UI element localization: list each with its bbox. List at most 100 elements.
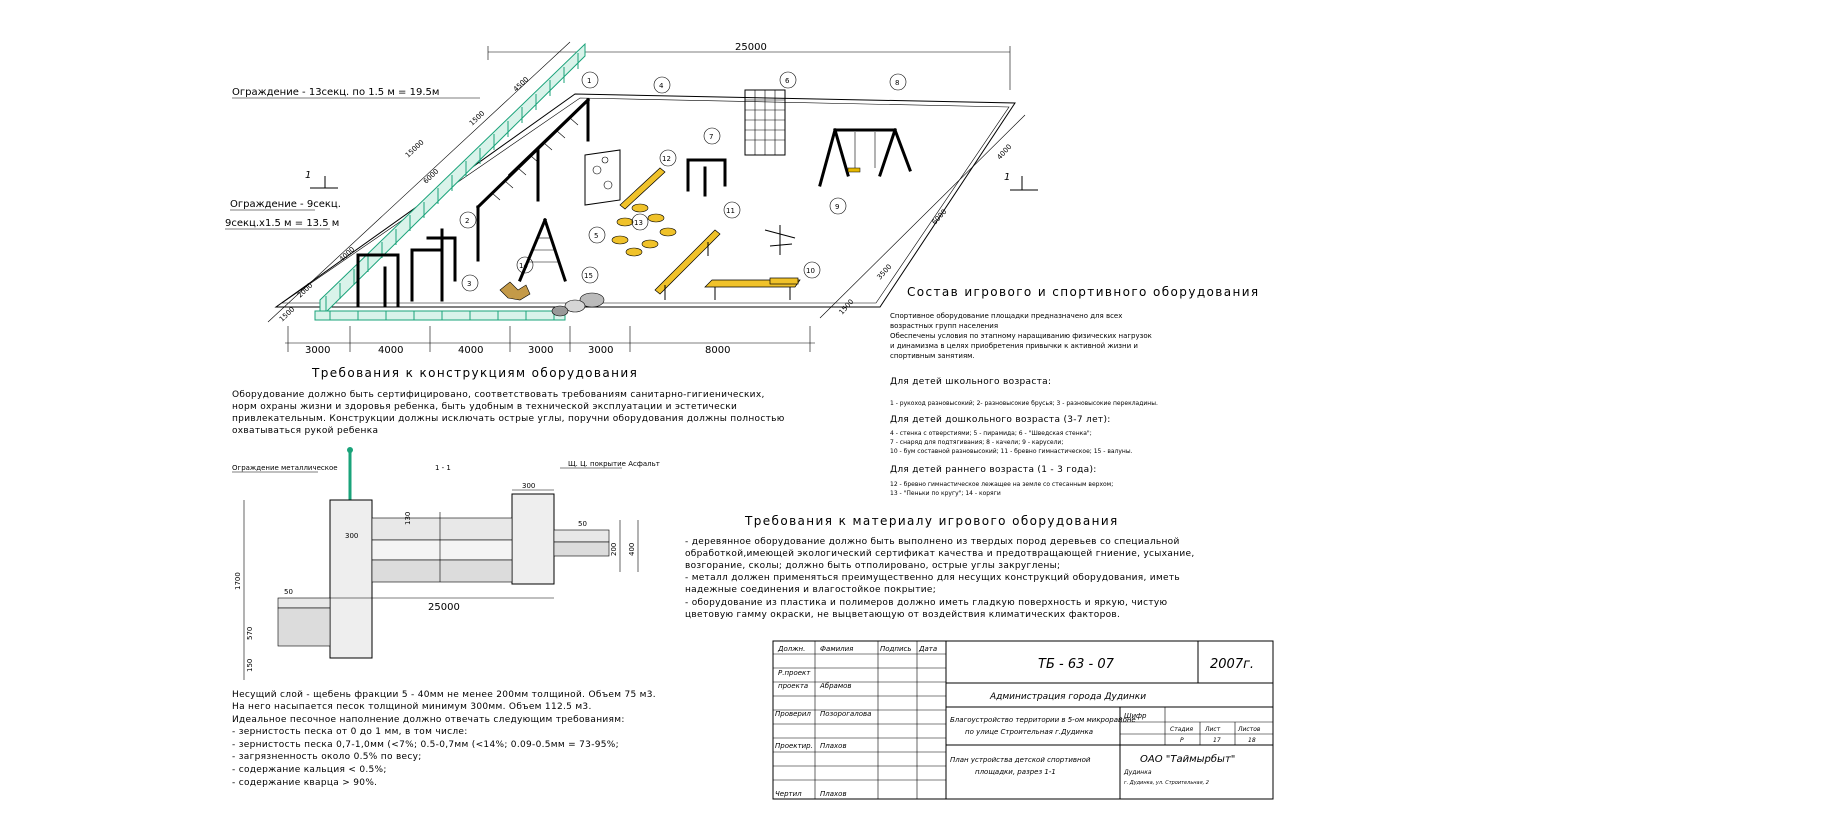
svg-text:17: 17: [1213, 737, 1221, 744]
svg-text:4: 4: [659, 82, 664, 90]
svg-text:- металл должен применяться пр: - металл должен применяться преимуществе…: [685, 573, 1180, 583]
svg-text:обработкой,имеющей экологическ: обработкой,имеющей экологический сертифи…: [685, 549, 1194, 559]
climbing-pyramid: [518, 218, 567, 282]
svg-text:- деревянное оборудование долж: - деревянное оборудование должно быть вы…: [685, 537, 1180, 547]
drawing-code: ТБ - 63 - 07: [1038, 657, 1115, 672]
svg-text:1: 1: [305, 170, 311, 181]
svg-text:г. Дудинка, ул. Строительная,: г. Дудинка, ул. Строительная, 2: [1124, 780, 1209, 786]
svg-text:Плахов: Плахов: [820, 742, 847, 750]
svg-text:Р: Р: [1180, 737, 1184, 744]
svg-text:Несущий слой - щебень фракции: Несущий слой - щебень фракции 5 - 40мм н…: [232, 690, 656, 700]
svg-text:3: 3: [467, 280, 471, 288]
svg-text:50: 50: [284, 588, 293, 596]
company-name: ОАО "Таймырбыт": [1140, 753, 1235, 765]
school-title: Для детей школьного возраста:: [890, 377, 1051, 387]
playground-plan: 25000: [225, 41, 1038, 356]
svg-text:300: 300: [522, 482, 535, 490]
svg-text:Проектир.: Проектир.: [775, 742, 813, 750]
svg-text:Идеальное песочное наполнение: Идеальное песочное наполнение должно отв…: [232, 715, 625, 725]
svg-text:- загрязненность около 0.5% по: - загрязненность около 0.5% по весу;: [232, 752, 422, 762]
snag: [499, 281, 531, 301]
material-title: Требования к материалу игрового оборудов…: [744, 514, 1119, 528]
section-mark-right: 1: [1004, 172, 1038, 191]
svg-text:4000: 4000: [338, 245, 356, 263]
svg-text:Дата: Дата: [918, 645, 937, 653]
svg-text:13: 13: [634, 219, 643, 227]
dim-top: 25000: [735, 42, 767, 53]
svg-text:Лист: Лист: [1204, 726, 1221, 733]
svg-text:Дудинка: Дудинка: [1123, 769, 1152, 776]
svg-text:Стадия: Стадия: [1170, 726, 1193, 733]
svg-text:План устройства детской спорти: План устройства детской спортивной: [950, 756, 1091, 764]
svg-text:и динамизма в целях приобретен: и динамизма в целях приобретения привычк…: [890, 342, 1138, 350]
svg-text:1700: 1700: [234, 572, 242, 590]
holes-wall: [584, 149, 621, 206]
svg-text:Щ. Ц. покрытие Асфальт: Щ. Ц. покрытие Асфальт: [568, 460, 660, 468]
svg-text:На него насыпается песок толщи: На него насыпается песок толщиной миниму…: [232, 702, 592, 712]
svg-text:Плахов: Плахов: [820, 790, 847, 798]
carousel: [764, 225, 796, 255]
svg-text:200: 200: [610, 543, 618, 556]
svg-text:- зернистость песка от 0 до 1: - зернистость песка от 0 до 1 мм, в том …: [232, 727, 468, 737]
fence-long: [319, 42, 586, 320]
svg-text:3000: 3000: [528, 345, 553, 356]
svg-text:- зернистость песка 0,7-1,0мм: - зернистость песка 0,7-1,0мм (<7%; 0.5-…: [232, 740, 619, 750]
svg-text:50: 50: [578, 520, 587, 528]
svg-text:8: 8: [895, 79, 899, 87]
svg-text:18: 18: [1248, 737, 1256, 744]
svg-text:2000: 2000: [296, 281, 314, 299]
svg-text:Абрамов: Абрамов: [819, 682, 852, 690]
svg-text:7: 7: [709, 133, 713, 141]
svg-text:цветовую гамму окраски, не выц: цветовую гамму окраски, не выцветающую о…: [685, 610, 1120, 620]
svg-text:4 - стенка с отверстиями; 5 -: 4 - стенка с отверстиями; 5 - пирамида; …: [890, 430, 1092, 437]
svg-text:возгорание, сколы; должно быть: возгорание, сколы; должно быть отполиров…: [685, 561, 1060, 571]
svg-text:по улице Строительная г.Дудинк: по улице Строительная г.Дудинка: [965, 728, 1093, 736]
svg-text:проекта: проекта: [778, 682, 808, 690]
section-fence-label: Ограждение металлическое: [232, 464, 338, 472]
svg-text:3000: 3000: [588, 345, 613, 356]
svg-text:1 - рукоход разновысокий; 2- р: 1 - рукоход разновысокий; 2- разновысоки…: [890, 400, 1158, 407]
svg-text:12 - бревно гимнастическое леж: 12 - бревно гимнастическое лежащее на зе…: [890, 481, 1113, 488]
svg-text:570: 570: [246, 627, 254, 640]
pull-up-bar: [686, 158, 727, 197]
svg-text:15: 15: [584, 272, 593, 280]
svg-text:Фамилия: Фамилия: [820, 645, 853, 653]
svg-text:Чертил: Чертил: [775, 790, 802, 798]
svg-text:12: 12: [662, 155, 671, 163]
svg-text:4000: 4000: [378, 345, 403, 356]
svg-text:400: 400: [628, 543, 636, 556]
equipment-title: Состав игрового и спортивного оборудован…: [907, 285, 1260, 299]
svg-text:Проверил: Проверил: [775, 710, 811, 718]
svg-text:привлекательным. Конструкции д: привлекательным. Конструкции должны искл…: [232, 414, 785, 424]
svg-text:- оборудование из пластика и п: - оборудование из пластика и полимеров д…: [685, 598, 1168, 608]
svg-text:300: 300: [345, 532, 358, 540]
svg-text:5: 5: [594, 232, 598, 240]
equipment-composition: Состав игрового и спортивного оборудован…: [890, 285, 1260, 497]
balance-beam-composite: [704, 277, 801, 300]
svg-text:- содержание кварца > 90%.: - содержание кварца > 90%.: [232, 778, 377, 788]
item-number-balloons: 1 2 3 4 5 6 7 8 9 10 11 12 13 14 15: [459, 71, 907, 292]
svg-text:Обеспечены условия по этапному: Обеспечены условия по этапному наращиван…: [890, 332, 1152, 340]
svg-text:13 - "Пеньки по кругу"; 14 - к: 13 - "Пеньки по кругу"; 14 - коряги: [890, 490, 1001, 497]
ground-log: [619, 167, 666, 210]
svg-text:1500: 1500: [468, 109, 486, 127]
svg-text:1: 1: [587, 77, 591, 85]
preschool-title: Для детей дошкольного возраста (3-7 лет)…: [890, 415, 1111, 425]
svg-text:Листов: Листов: [1237, 726, 1261, 733]
construction-requirements: Требования к конструкциям оборудования О…: [232, 366, 785, 436]
svg-text:Благоустройство территории в 5: Благоустройство территории в 5-ом микрор…: [950, 716, 1136, 724]
svg-text:6000: 6000: [422, 167, 440, 185]
svg-text:4000: 4000: [996, 143, 1014, 162]
svg-text:6: 6: [785, 77, 790, 85]
svg-text:130: 130: [404, 512, 412, 525]
bottom-dimension-chain: 3000 4000 4000 3000 3000 8000: [285, 326, 815, 356]
svg-text:охватываться рукой ребенка: охватываться рукой ребенка: [232, 426, 378, 436]
svg-text:Должн.: Должн.: [777, 645, 805, 653]
stumps: [611, 203, 677, 257]
boulders: [551, 292, 605, 317]
sand-notes: Несущий слой - щебень фракции 5 - 40мм н…: [232, 690, 656, 788]
svg-text:15000: 15000: [404, 138, 426, 159]
svg-text:площадки, разрез 1-1: площадки, разрез 1-1: [975, 768, 1056, 776]
title-block: Должн. Фамилия Подпись Дата Р.проект про…: [772, 640, 1274, 800]
